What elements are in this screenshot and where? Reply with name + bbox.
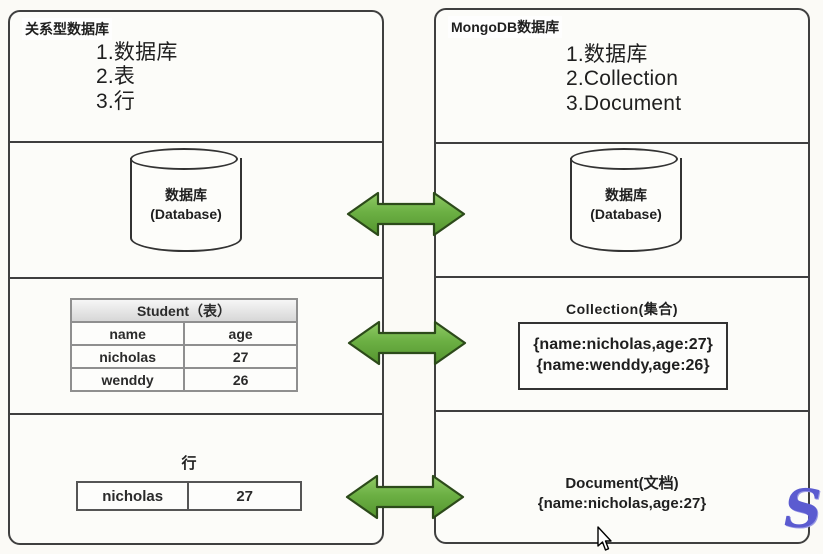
table-row: nicholas 27 <box>75 481 302 511</box>
cell-age: 27 <box>183 344 298 369</box>
document-mapping-arrow <box>345 474 465 520</box>
cylinder-body <box>570 158 682 252</box>
concept-item: 2.Collection <box>566 67 679 91</box>
table-header-row: name age <box>69 321 298 346</box>
document-section: Document(文档) {name:nicholas,age:27} <box>436 474 808 513</box>
cell-name: nicholas <box>75 481 190 511</box>
left-divider-3 <box>10 413 382 415</box>
right-divider-1 <box>436 142 808 144</box>
student-table: Student（表） name age nicholas 27 wenddy 2… <box>69 298 298 392</box>
header-age: age <box>183 321 298 346</box>
collection-box: {name:nicholas,age:27} {name:wenddy,age:… <box>518 322 728 390</box>
database-label: 数据库 (Database) <box>130 186 242 224</box>
concept-item: 3.Document <box>566 91 682 115</box>
row-table: nicholas 27 <box>75 481 302 511</box>
table-row: nicholas 27 <box>69 344 298 369</box>
database-label: 数据库 (Database) <box>570 186 682 224</box>
database-cylinder: 数据库 (Database) <box>570 148 682 256</box>
collection-document: {name:wenddy,age:26} <box>536 357 710 374</box>
table-row: wenddy 26 <box>69 367 298 392</box>
mongodb-title: MongoDB数据库 <box>448 16 563 38</box>
document-content: {name:nicholas,age:27} <box>537 494 707 512</box>
database-label-cn: 数据库 <box>605 187 647 203</box>
collection-mapping-arrow <box>347 320 467 366</box>
right-divider-2 <box>436 276 808 278</box>
left-divider-2 <box>10 277 382 279</box>
right-divider-3 <box>436 410 808 412</box>
concept-item: 1.数据库 <box>566 43 648 66</box>
database-label-en: (Database) <box>590 205 662 222</box>
header-name: name <box>69 321 186 346</box>
row-section-label: 行 <box>181 455 197 472</box>
concept-item: 1.数据库 <box>96 41 178 64</box>
table-caption-row: Student（表） <box>70 298 298 323</box>
database-label-en: (Database) <box>150 205 222 222</box>
document-title: Document(文档) <box>565 475 679 492</box>
database-label-cn: 数据库 <box>165 187 207 203</box>
database-mapping-arrow <box>346 191 466 237</box>
relational-db-title: 关系型数据库 <box>22 18 112 40</box>
cell-age: 26 <box>183 367 298 392</box>
concept-item: 3.行 <box>96 89 136 113</box>
cylinder-top-ellipse <box>570 148 678 170</box>
concept-item: 2.表 <box>96 65 136 89</box>
cell-age: 27 <box>187 481 302 511</box>
database-cylinder: 数据库 (Database) <box>130 148 242 256</box>
collection-title: Collection(集合) <box>566 301 678 317</box>
cell-name: wenddy <box>69 367 186 392</box>
left-divider-1 <box>10 141 382 143</box>
cell-name: nicholas <box>69 344 186 369</box>
collection-document: {name:nicholas,age:27} <box>533 336 713 354</box>
watermark-logo: S <box>784 479 822 540</box>
mouse-cursor-icon <box>597 526 612 551</box>
cylinder-top-ellipse <box>130 148 238 170</box>
student-table-title: Student（表） <box>70 298 298 323</box>
cylinder-body <box>130 158 242 252</box>
